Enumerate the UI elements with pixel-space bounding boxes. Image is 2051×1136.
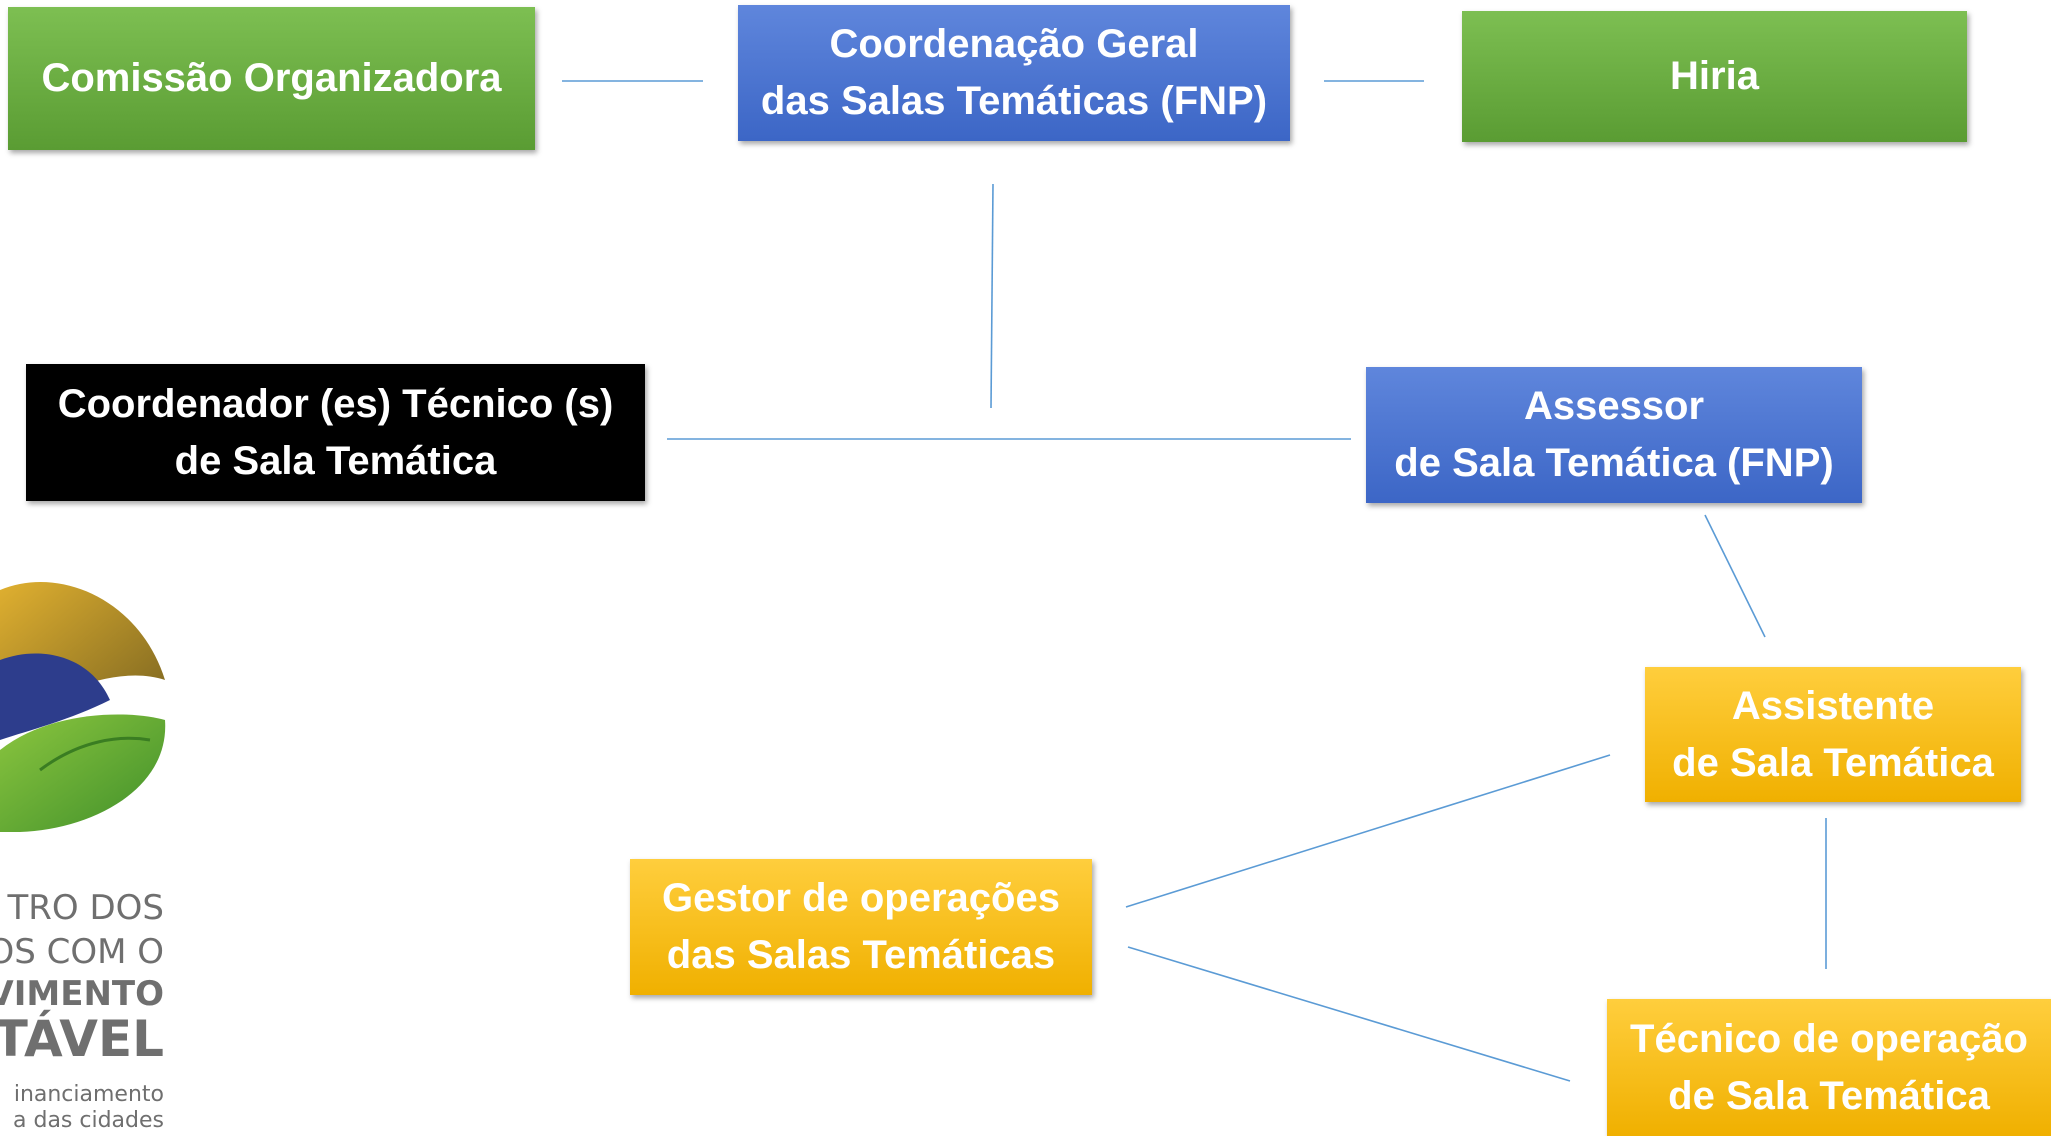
hiria-box: Hiria — [1462, 11, 1967, 142]
logo-text-line3: VIMENTO — [0, 974, 164, 1014]
assistente-line1: Assistente — [1731, 683, 1935, 728]
assessor-box: Assessor de Sala Temática (FNP) — [1366, 367, 1862, 503]
tecnico-operacao-box: Técnico de operação de Sala Temática — [1607, 999, 2051, 1136]
assessor-line1: Assessor — [1523, 384, 1705, 428]
assessor-line2: de Sala Temática (FNP) — [1394, 441, 1834, 485]
comissao-organizadora-box: Comissão Organizadora — [8, 7, 535, 150]
gestor-operacoes-line2: das Salas Temáticas — [666, 933, 1056, 977]
event-logo: TRO DOS OS COM O VIMENTO ITÁVEL inanciam… — [0, 570, 180, 1136]
coordenador-tecnico-box: Coordenador (es) Técnico (s) de Sala Tem… — [26, 364, 645, 501]
logo-text-line4: ITÁVEL — [0, 1010, 164, 1068]
comissao-organizadora-label: Comissão Organizadora — [41, 56, 502, 100]
logo-text-line5: inanciamento — [13, 1082, 164, 1107]
coordenador-tecnico-line2: de Sala Temática — [174, 438, 497, 483]
logo-emblem-icon — [0, 582, 166, 832]
logo-text-line2: OS COM O — [0, 932, 164, 972]
connector-gestor-tecnico-op — [1127, 946, 1571, 1082]
assistente-line2: de Sala Temática — [1672, 740, 1994, 785]
tecnico-operacao-line2: de Sala Temática — [1668, 1073, 1990, 1118]
logo-text-line1: TRO DOS — [7, 888, 165, 928]
hiria-label: Hiria — [1670, 54, 1759, 98]
connector-coord-geral-down — [990, 183, 994, 409]
coordenador-tecnico-line1: Coordenador (es) Técnico (s) — [57, 381, 614, 426]
coordenacao-geral-line1: Coordenação Geral — [829, 22, 1199, 66]
coordenacao-geral-line2: das Salas Temáticas (FNP) — [760, 79, 1268, 123]
gestor-operacoes-line1: Gestor de operações — [662, 876, 1060, 920]
assistente-box: Assistente de Sala Temática — [1645, 667, 2021, 802]
gestor-operacoes-box: Gestor de operações das Salas Temáticas — [630, 859, 1092, 995]
connector-assistente-gestor — [1125, 754, 1611, 908]
connector-assessor-assistente — [1704, 514, 1766, 638]
logo-text-line6: a das cidades — [13, 1108, 164, 1133]
tecnico-operacao-line1: Técnico de operação — [1630, 1016, 2028, 1061]
coordenacao-geral-box: Coordenação Geral das Salas Temáticas (F… — [738, 5, 1290, 141]
